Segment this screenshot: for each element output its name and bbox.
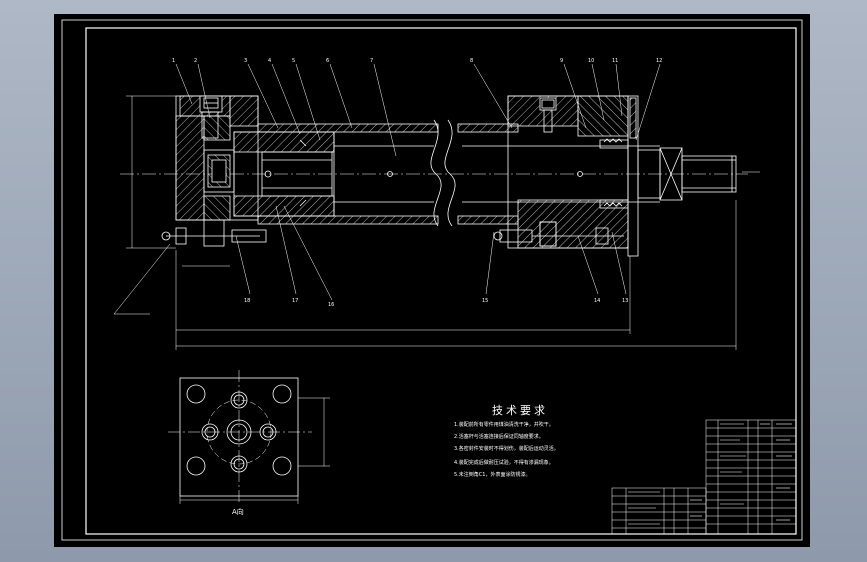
tech-line-1: 1.装配前所有零件用煤油清洗干净，并吹干。 bbox=[454, 421, 554, 428]
balloon-16: 16 bbox=[328, 302, 334, 308]
tech-line-4: 4.装配完成后做耐压试验，不得有渗漏现象。 bbox=[454, 459, 554, 466]
balloon-1: 1 bbox=[172, 58, 175, 64]
balloon-9: 9 bbox=[560, 58, 563, 64]
front-end-cap bbox=[507, 95, 629, 249]
balloon-2: 2 bbox=[194, 58, 197, 64]
break-lines bbox=[430, 119, 456, 227]
tech-line-2: 2.活塞杆与活塞连接后保证同轴度要求。 bbox=[454, 433, 544, 440]
balloon-11: 11 bbox=[612, 58, 618, 64]
tech-requirements: 技术要求 1.装配前所有零件用煤油清洗干净，并吹干。 2.活塞杆与活塞连接后保证… bbox=[454, 404, 559, 478]
inner-frame bbox=[85, 27, 797, 535]
balloon-13: 13 bbox=[622, 298, 628, 304]
rear-end-cap bbox=[175, 95, 259, 221]
parts-list-rows bbox=[706, 427, 796, 525]
balloon-labels-top: 1 2 3 4 5 6 7 8 9 10 11 12 bbox=[172, 58, 662, 64]
dimensions bbox=[113, 95, 760, 350]
balloon-10: 10 bbox=[588, 58, 594, 64]
balloon-18: 18 bbox=[244, 298, 250, 304]
parts-list-scribbles bbox=[628, 423, 792, 525]
balloon-6: 6 bbox=[326, 58, 329, 64]
balloon-8: 8 bbox=[470, 58, 473, 64]
a-view-label: A向 bbox=[232, 507, 244, 516]
balloon-12: 12 bbox=[656, 58, 662, 64]
cylinder-barrel bbox=[257, 123, 519, 225]
piston-nut bbox=[203, 149, 235, 193]
parts-list bbox=[611, 419, 797, 535]
balloon-15: 15 bbox=[482, 298, 488, 304]
tech-line-3: 3.各密封件安装时不得划伤，装配后运动灵活。 bbox=[454, 445, 559, 452]
balloon-7: 7 bbox=[370, 58, 373, 64]
tech-title: 技术要求 bbox=[492, 404, 548, 417]
balloon-3: 3 bbox=[244, 58, 247, 64]
flange-bore bbox=[226, 419, 252, 445]
outer-border bbox=[61, 19, 803, 541]
rod-end bbox=[637, 147, 737, 201]
bolt-holes bbox=[186, 384, 292, 476]
balloon-5: 5 bbox=[292, 58, 295, 64]
leader-lines bbox=[175, 63, 661, 301]
balloon-14: 14 bbox=[594, 298, 600, 304]
balloon-labels-bottom: 18 17 16 15 14 13 bbox=[244, 298, 628, 308]
balloon-17: 17 bbox=[292, 298, 298, 304]
drawing-sheet bbox=[54, 14, 810, 547]
balloon-4: 4 bbox=[268, 58, 271, 64]
tech-line-5: 5.未注倒角C1，外表面涂防锈漆。 bbox=[454, 471, 530, 478]
cylinder-section-view bbox=[113, 63, 760, 350]
a-view-flange bbox=[168, 370, 330, 504]
